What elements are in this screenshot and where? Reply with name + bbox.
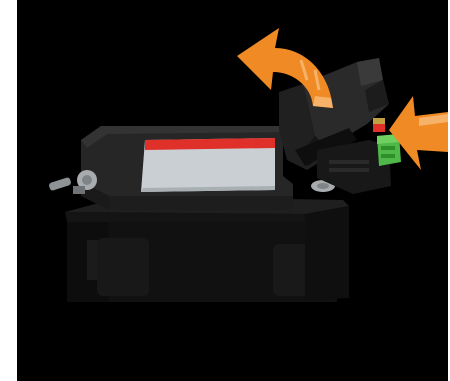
device-illustration	[17, 0, 448, 381]
housing-body	[65, 196, 349, 302]
device-label	[141, 138, 275, 192]
device-drawing	[17, 0, 448, 381]
